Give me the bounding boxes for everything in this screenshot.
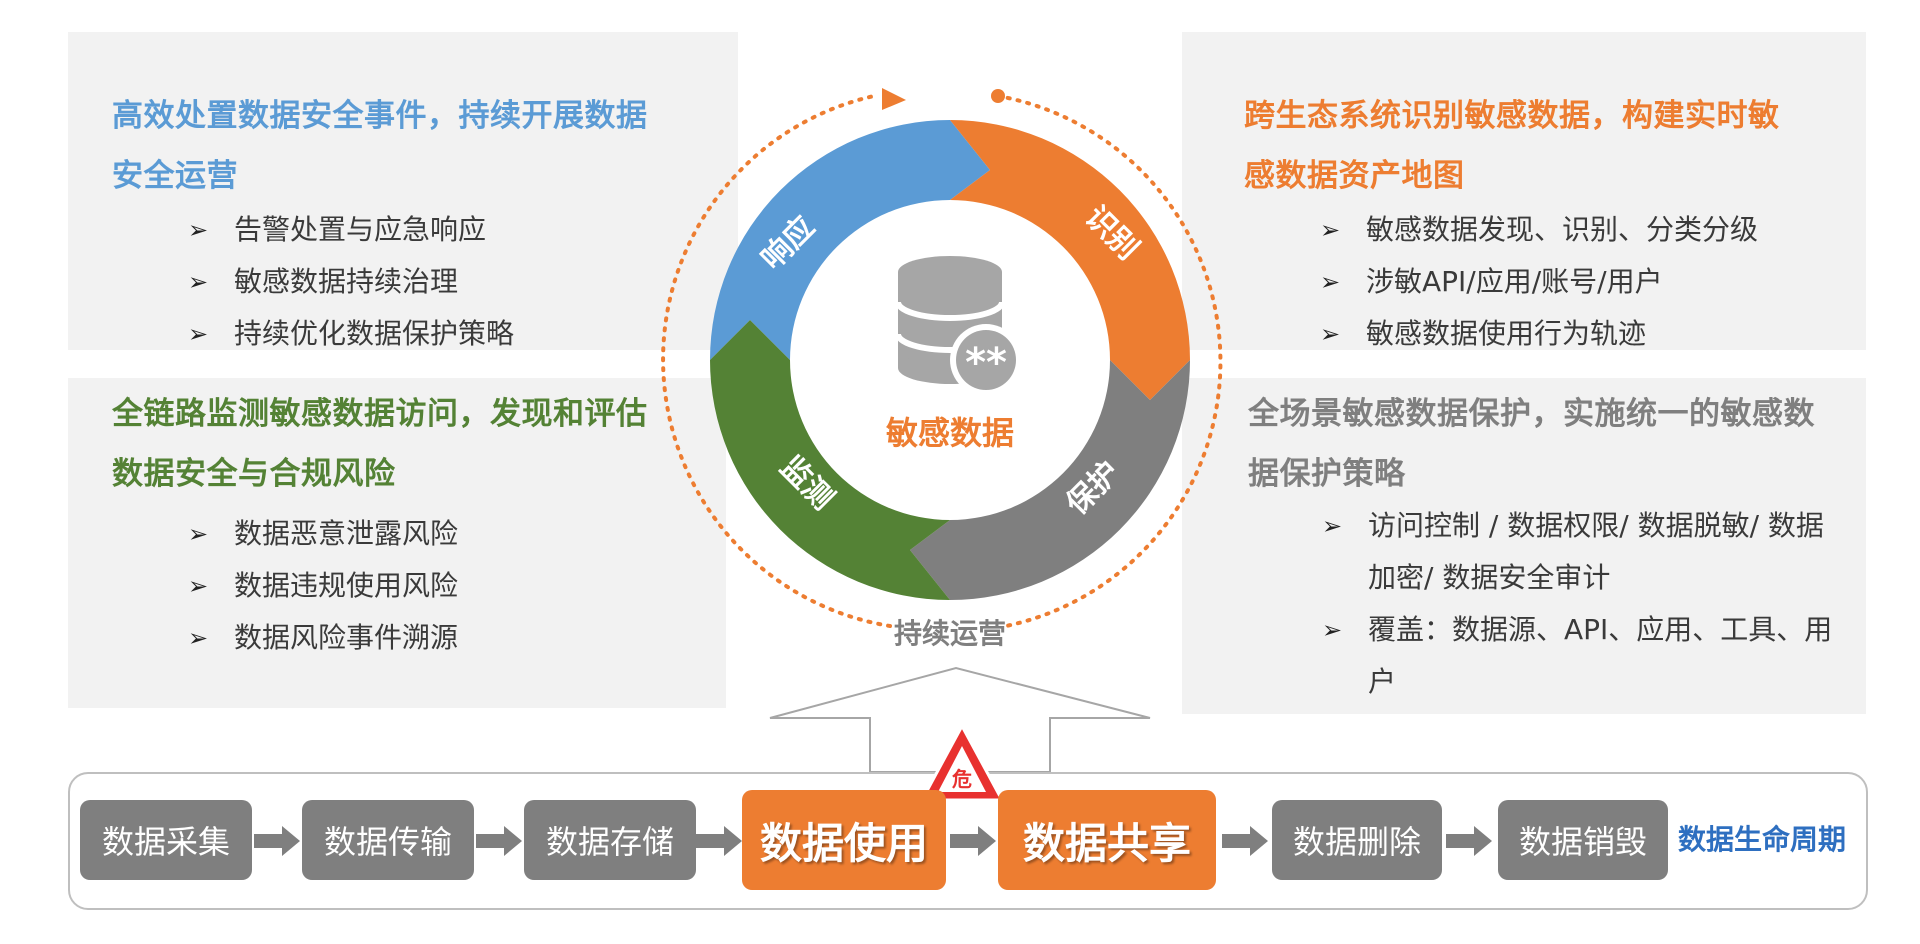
flow-arrow-icon (476, 826, 522, 856)
list-item: ➢数据恶意泄露风险 (188, 508, 458, 560)
list-item: ➢涉敏API/应用/账号/用户 (1320, 256, 1758, 308)
stage-destroy: 数据销毁 (1498, 800, 1668, 880)
arrow-bullet-icon: ➢ (188, 520, 209, 548)
arrow-bullet-icon: ➢ (1322, 512, 1343, 540)
arrow-bullet-icon: ➢ (1322, 616, 1343, 644)
ring-start-dot-icon (991, 89, 1005, 103)
dotted-ring (661, 94, 1223, 628)
stage-transfer: 数据传输 (302, 800, 474, 880)
list-item: ➢覆盖：数据源、API、应用、工具、用户 (1322, 604, 1842, 708)
arrow-bullet-icon: ➢ (188, 216, 209, 244)
arrow-bullet-icon: ➢ (1320, 320, 1341, 348)
danger-label: 危 (952, 767, 972, 791)
panel-monitor: 全链路监测敏感数据访问，发现和评估数据安全与合规风险 ➢数据恶意泄露风险 ➢数据… (68, 378, 726, 708)
segment-protect (910, 360, 1190, 600)
segment-monitor (710, 320, 950, 600)
danger-warning-icon: 危 (920, 724, 1004, 802)
panel-protect-list: ➢访问控制 / 数据权限/ 数据脱敏/ 数据加密/ 数据安全审计 ➢覆盖：数据源… (1322, 500, 1842, 708)
arrow-bullet-icon: ➢ (1320, 216, 1341, 244)
panel-respond-title: 高效处置数据安全事件，持续开展数据安全运营 (112, 98, 648, 194)
arrow-bullet-icon: ➢ (188, 572, 209, 600)
panel-protect: 全场景敏感数据保护，实施统一的敏感数据保护策略 ➢访问控制 / 数据权限/ 数据… (1182, 378, 1866, 714)
stage-share: 数据共享 (998, 790, 1216, 890)
segment-respond (710, 120, 990, 360)
ops-label: 持续运营 (893, 617, 1006, 650)
list-item: ➢持续优化数据保护策略 (188, 308, 514, 360)
flow-arrow-icon (1446, 826, 1492, 856)
cycle-diagram: 响应 识别 保护 监测 ** (661, 88, 1223, 628)
big-up-arrow-icon (769, 666, 1151, 773)
arrow-bullet-icon: ➢ (188, 268, 209, 296)
ring-arrowhead-icon (882, 88, 906, 110)
stage-use: 数据使用 (742, 790, 946, 890)
list-item: ➢访问控制 / 数据权限/ 数据脱敏/ 数据加密/ 数据安全审计 (1322, 500, 1842, 604)
cycle-segments (710, 120, 1190, 600)
center-label: 敏感数据 (885, 414, 1014, 452)
flow-arrow-icon (254, 826, 300, 856)
stage-store: 数据存储 (524, 800, 696, 880)
list-item: ➢告警处置与应急响应 (188, 204, 514, 256)
stage-delete: 数据删除 (1272, 800, 1442, 880)
arrow-bullet-icon: ➢ (1320, 268, 1341, 296)
panel-monitor-title: 全链路监测敏感数据访问，发现和评估数据安全与合规风险 (112, 396, 648, 492)
svg-text:**: ** (965, 340, 1007, 386)
list-item: ➢敏感数据持续治理 (188, 256, 514, 308)
panel-respond: 高效处置数据安全事件，持续开展数据安全运营 ➢告警处置与应急响应 ➢敏感数据持续… (68, 32, 738, 350)
arrow-bullet-icon: ➢ (188, 624, 209, 652)
database-icon: ** (895, 256, 1022, 396)
list-item: ➢敏感数据发现、识别、分类分级 (1320, 204, 1758, 256)
list-item: ➢数据违规使用风险 (188, 560, 458, 612)
panel-identify-title: 跨生态系统识别敏感数据，构建实时敏感数据资产地图 (1244, 98, 1780, 194)
flow-arrow-icon (950, 826, 996, 856)
stage-collect: 数据采集 (80, 800, 252, 880)
segment-identify (950, 120, 1190, 400)
list-item: ➢敏感数据使用行为轨迹 (1320, 308, 1758, 360)
panel-respond-list: ➢告警处置与应急响应 ➢敏感数据持续治理 ➢持续优化数据保护策略 (188, 204, 514, 360)
flow-arrow-icon (696, 826, 742, 856)
panel-protect-title: 全场景敏感数据保护，实施统一的敏感数据保护策略 (1248, 396, 1815, 492)
panel-identify: 跨生态系统识别敏感数据，构建实时敏感数据资产地图 ➢敏感数据发现、识别、分类分级… (1182, 32, 1866, 350)
arrow-bullet-icon: ➢ (188, 320, 209, 348)
list-item: ➢数据风险事件溯源 (188, 612, 458, 664)
panel-monitor-list: ➢数据恶意泄露风险 ➢数据违规使用风险 ➢数据风险事件溯源 (188, 508, 458, 664)
flow-arrow-icon (1222, 826, 1268, 856)
panel-identify-list: ➢敏感数据发现、识别、分类分级 ➢涉敏API/应用/账号/用户 ➢敏感数据使用行… (1320, 204, 1758, 360)
lifecycle-title: 数据生命周期 (1678, 823, 1847, 856)
